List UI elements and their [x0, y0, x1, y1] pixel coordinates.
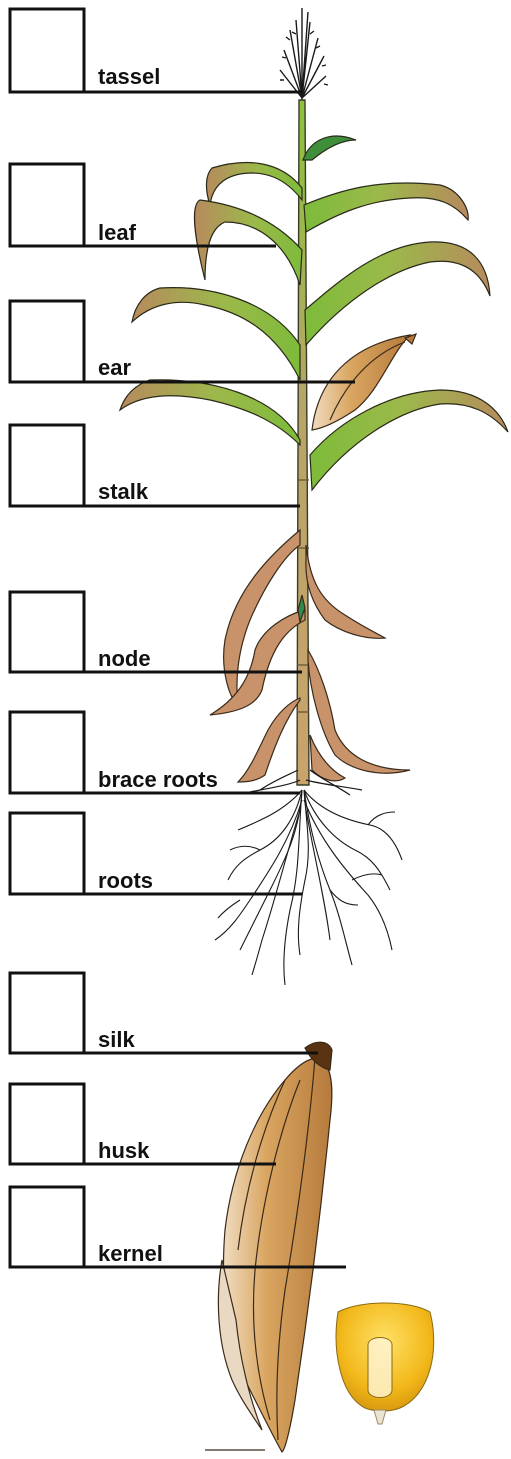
label-stalk: stalk	[98, 481, 148, 503]
answer-box-ear[interactable]	[10, 301, 84, 382]
label-node: node	[98, 648, 151, 670]
answer-box-husk[interactable]	[10, 1084, 84, 1164]
husk-drawing	[205, 1042, 332, 1452]
label-tassel: tassel	[98, 66, 160, 88]
answer-box-node[interactable]	[10, 592, 84, 672]
label-kernel: kernel	[98, 1243, 163, 1265]
answer-box-roots[interactable]	[10, 813, 84, 894]
answer-box-tassel[interactable]	[10, 9, 84, 92]
answer-box-silk[interactable]	[10, 973, 84, 1053]
label-roots: roots	[98, 870, 153, 892]
kernel-drawing	[336, 1303, 434, 1424]
answer-boxes	[10, 9, 84, 1267]
label-brace-roots: brace roots	[98, 769, 218, 791]
label-ear: ear	[98, 357, 131, 379]
answer-box-stalk[interactable]	[10, 425, 84, 506]
label-leaf: leaf	[98, 222, 136, 244]
dead-leaves-drawing	[210, 530, 410, 782]
label-husk: husk	[98, 1140, 149, 1162]
label-silk: silk	[98, 1029, 135, 1051]
roots-drawing	[215, 790, 402, 985]
answer-box-kernel[interactable]	[10, 1187, 84, 1267]
tassel-drawing	[280, 8, 328, 100]
answer-box-leaf[interactable]	[10, 164, 84, 246]
answer-box-brace-roots[interactable]	[10, 712, 84, 793]
leaves-drawing	[120, 136, 508, 490]
